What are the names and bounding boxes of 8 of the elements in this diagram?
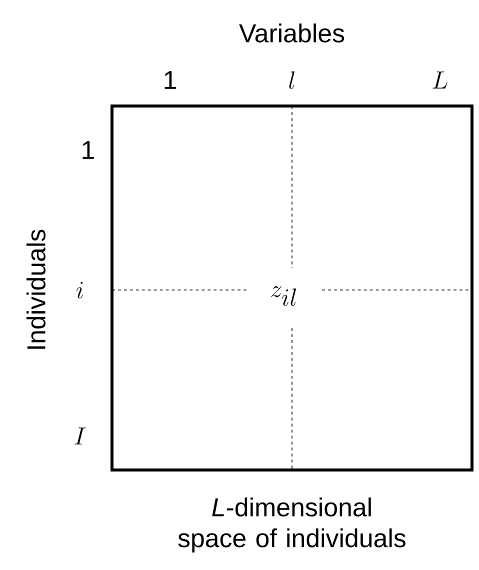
matrix-box: $z_{il}$: [110, 104, 474, 472]
row-index: $i$: [76, 282, 83, 298]
axis-title: Individuals: [26, 230, 46, 349]
axis-title: Variables: [239, 24, 344, 43]
column-index: $l$: [289, 71, 294, 89]
column-index: $L$: [432, 72, 448, 88]
row-index: $I$: [74, 428, 86, 444]
caption-text: L-dimensional space of individuals: [178, 498, 406, 553]
